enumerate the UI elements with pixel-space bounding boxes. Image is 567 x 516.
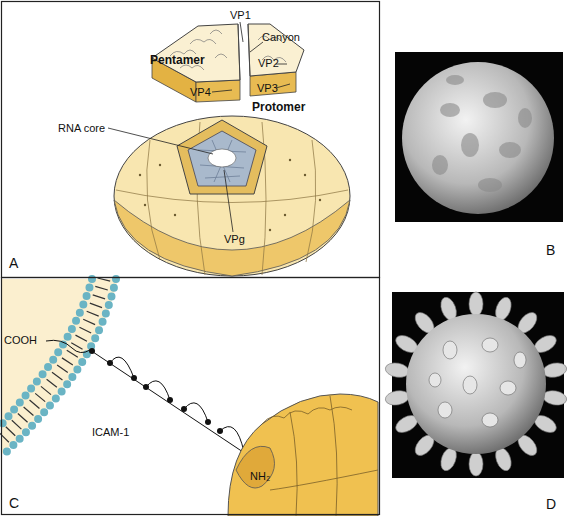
part-label: VP2 [258,57,279,69]
leader-lines [108,22,290,232]
part-label: COOH [4,334,37,346]
panel-letter: D [546,496,556,512]
capsid-sphere [114,116,350,276]
part-label: ICAM-1 [92,426,129,438]
panel-letter: C [9,495,19,511]
part-label: Pentamer [150,54,205,67]
part-label: Canyon [262,31,300,43]
icam-chain [89,348,261,465]
panel-letter: B [546,242,555,258]
cryo-em-image [395,52,563,222]
panel-letter: A [9,255,18,271]
part-label: VP4 [190,86,211,98]
figure-panel: C [1,277,380,515]
figure-panel: B [383,40,565,274]
figure-panel: A [1,1,380,278]
panel-border [2,2,380,278]
virus-surface [228,394,378,516]
part-label: NH₂ [250,470,270,482]
figure-panel: D [383,282,565,516]
panel-border [2,278,380,515]
part-label: VP1 [230,9,251,21]
part-label: VP3 [257,82,278,94]
cryo-em-image [384,292,567,478]
part-label: Protomer [252,101,305,114]
part-label: VPg [224,233,245,245]
part-label: RNA core [58,122,105,134]
